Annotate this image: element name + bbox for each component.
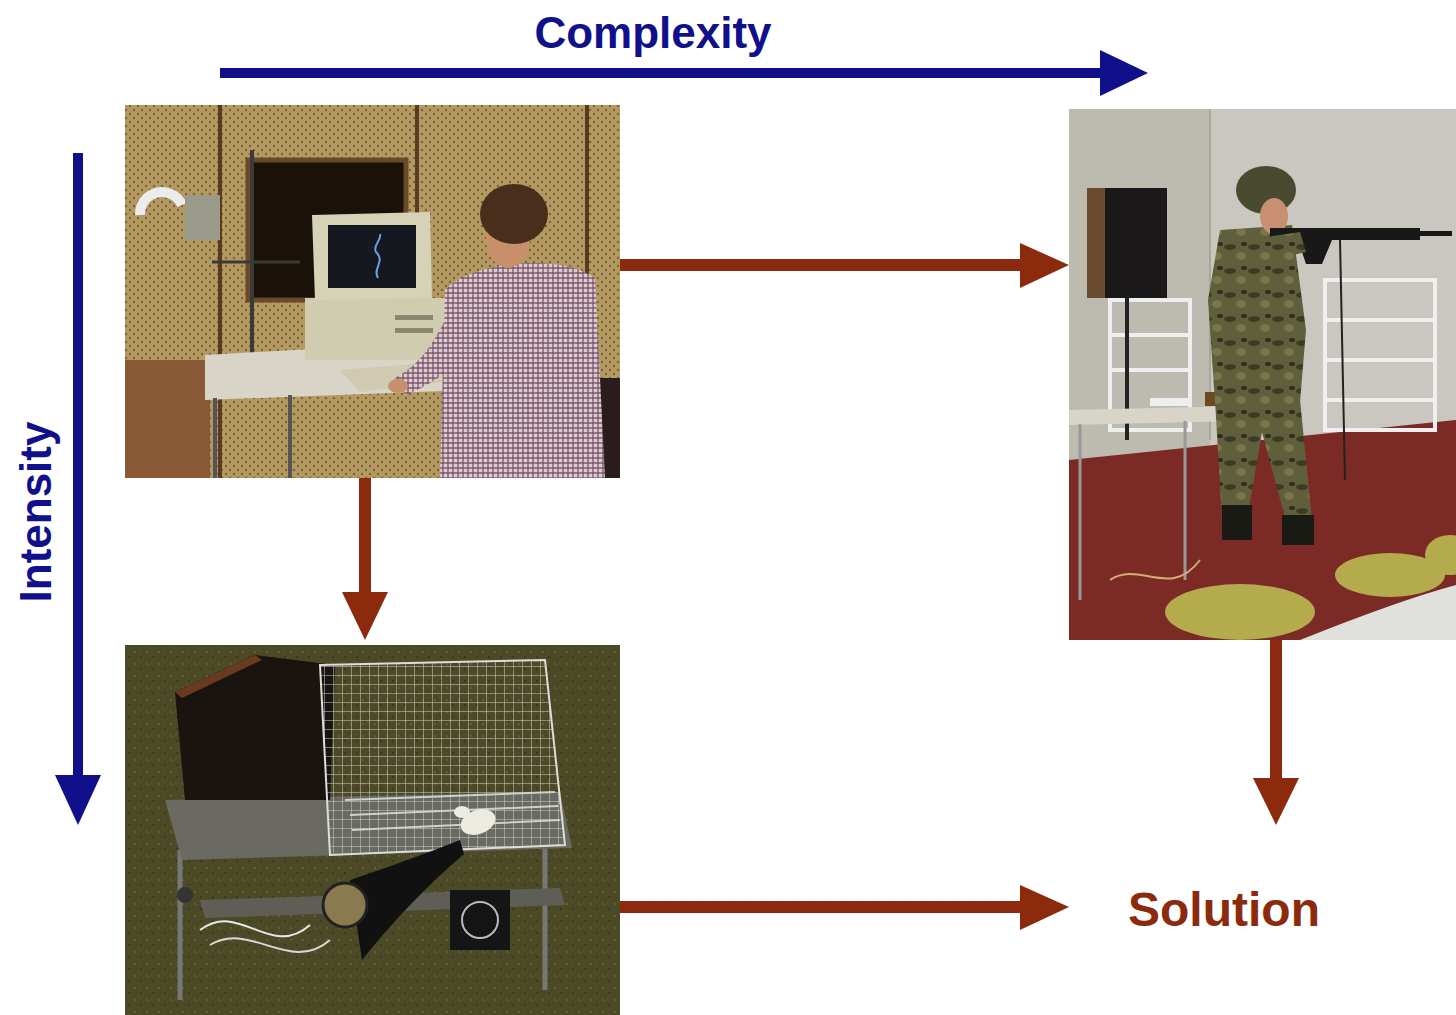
complexity-axis-arrow-shape (1100, 50, 1148, 96)
photo-computer-task-shape (395, 315, 433, 320)
photo-computer-task-shape (185, 195, 220, 240)
photo-field-task-shape-shape (1325, 398, 1435, 402)
photo-field-task-shape (1087, 188, 1105, 298)
photo-field-task-shape-shape (1110, 333, 1190, 337)
flow-arrow-shape (620, 259, 1025, 271)
photo-animal-task-shape (454, 806, 470, 818)
photo-animal-task-shape (543, 840, 548, 990)
photo-computer-task-shape (250, 150, 254, 385)
photo-computer-task-shape (218, 105, 222, 478)
photo-animal-task-shape (178, 850, 183, 1000)
intensity-axis-arrow-shape (55, 775, 101, 825)
photo-computer-task-shape (288, 395, 292, 478)
flow-arrow-shape (342, 592, 388, 640)
photo-animal-task-shape (323, 883, 367, 927)
photo-field-task-shape (1069, 109, 1456, 640)
photo-field-task-shape (1165, 584, 1315, 640)
flow-arrow (1253, 640, 1299, 825)
axis-label: Intensity (12, 422, 60, 603)
photo-computer-task-shape (312, 212, 432, 300)
photo-field-task-shape (1079, 424, 1082, 600)
photo-field-task-shape (1069, 420, 1456, 640)
photo-field-task (1069, 109, 1456, 640)
outcome-label: Solution (1128, 884, 1320, 937)
photo-animal-task (125, 645, 620, 1015)
photo-computer-task (125, 105, 620, 478)
photo-computer-task-shape (125, 105, 620, 478)
photo-field-task-shape (1150, 398, 1190, 406)
photo-field-task-shape (1208, 225, 1306, 402)
photo-animal-task-shape (175, 655, 262, 698)
flow-arrow (342, 478, 388, 640)
photo-computer-task-shape (305, 298, 445, 360)
intensity-axis-arrow (55, 153, 101, 825)
photo-computer-task-shape (328, 225, 416, 288)
photo-field-task-shape (1209, 109, 1211, 440)
photo-animal-task-shape (450, 890, 510, 950)
photo-computer-task-shape (140, 192, 182, 215)
photo-animal-task-shape (320, 660, 565, 855)
photo-animal-task-shape (200, 921, 310, 936)
flow-arrow-shape (359, 478, 371, 595)
flow-arrow (620, 243, 1069, 288)
photo-field-task-shape (1222, 505, 1252, 540)
intensity-axis-arrow-shape (73, 153, 83, 780)
photo-animal-task-shape (175, 655, 335, 800)
photo-computer-task-shape (388, 379, 408, 393)
photo-animal-task-shape (462, 902, 498, 938)
photo-field-task-shape (1184, 421, 1187, 580)
axis-label: Complexity (534, 9, 771, 57)
flow-arrow-shape (1270, 640, 1282, 780)
photo-computer-task-shape (375, 234, 380, 278)
flow-arrow-shape (620, 901, 1025, 913)
flow-arrow-shape (1020, 885, 1069, 930)
photo-animal-task-shape (177, 887, 193, 903)
photo-computer-task-shape (395, 300, 482, 395)
photo-field-task-shape (1425, 535, 1456, 575)
flow-arrow-shape (1253, 778, 1299, 825)
photo-computer-task-shape (213, 398, 217, 478)
photo-field-task-shape (1235, 232, 1306, 266)
photo-animal-task-shape (125, 645, 620, 1015)
photo-animal-task-shape (210, 938, 330, 952)
photo-field-task-shape (1418, 231, 1452, 236)
flow-arrow (620, 885, 1069, 930)
photo-computer-task-shape (125, 360, 210, 478)
photo-field-task-shape (1282, 515, 1314, 545)
photo-computer-task-shape (440, 263, 605, 478)
photo-computer-task-shape (212, 261, 300, 264)
photo-field-task-shape (1087, 188, 1167, 298)
photo-field-task-shape-shape (1110, 368, 1190, 372)
photo-animal-task-shape (345, 792, 560, 830)
flow-arrow-shape (1020, 243, 1069, 288)
complexity-axis-arrow-shape (220, 68, 1105, 78)
photo-field-task-shape (1340, 240, 1345, 480)
photo-computer-task-shape (395, 328, 433, 333)
photo-computer-task-shape (480, 184, 548, 244)
photo-field-task-shape (1110, 560, 1200, 580)
complexity-axis-arrow (220, 50, 1148, 96)
